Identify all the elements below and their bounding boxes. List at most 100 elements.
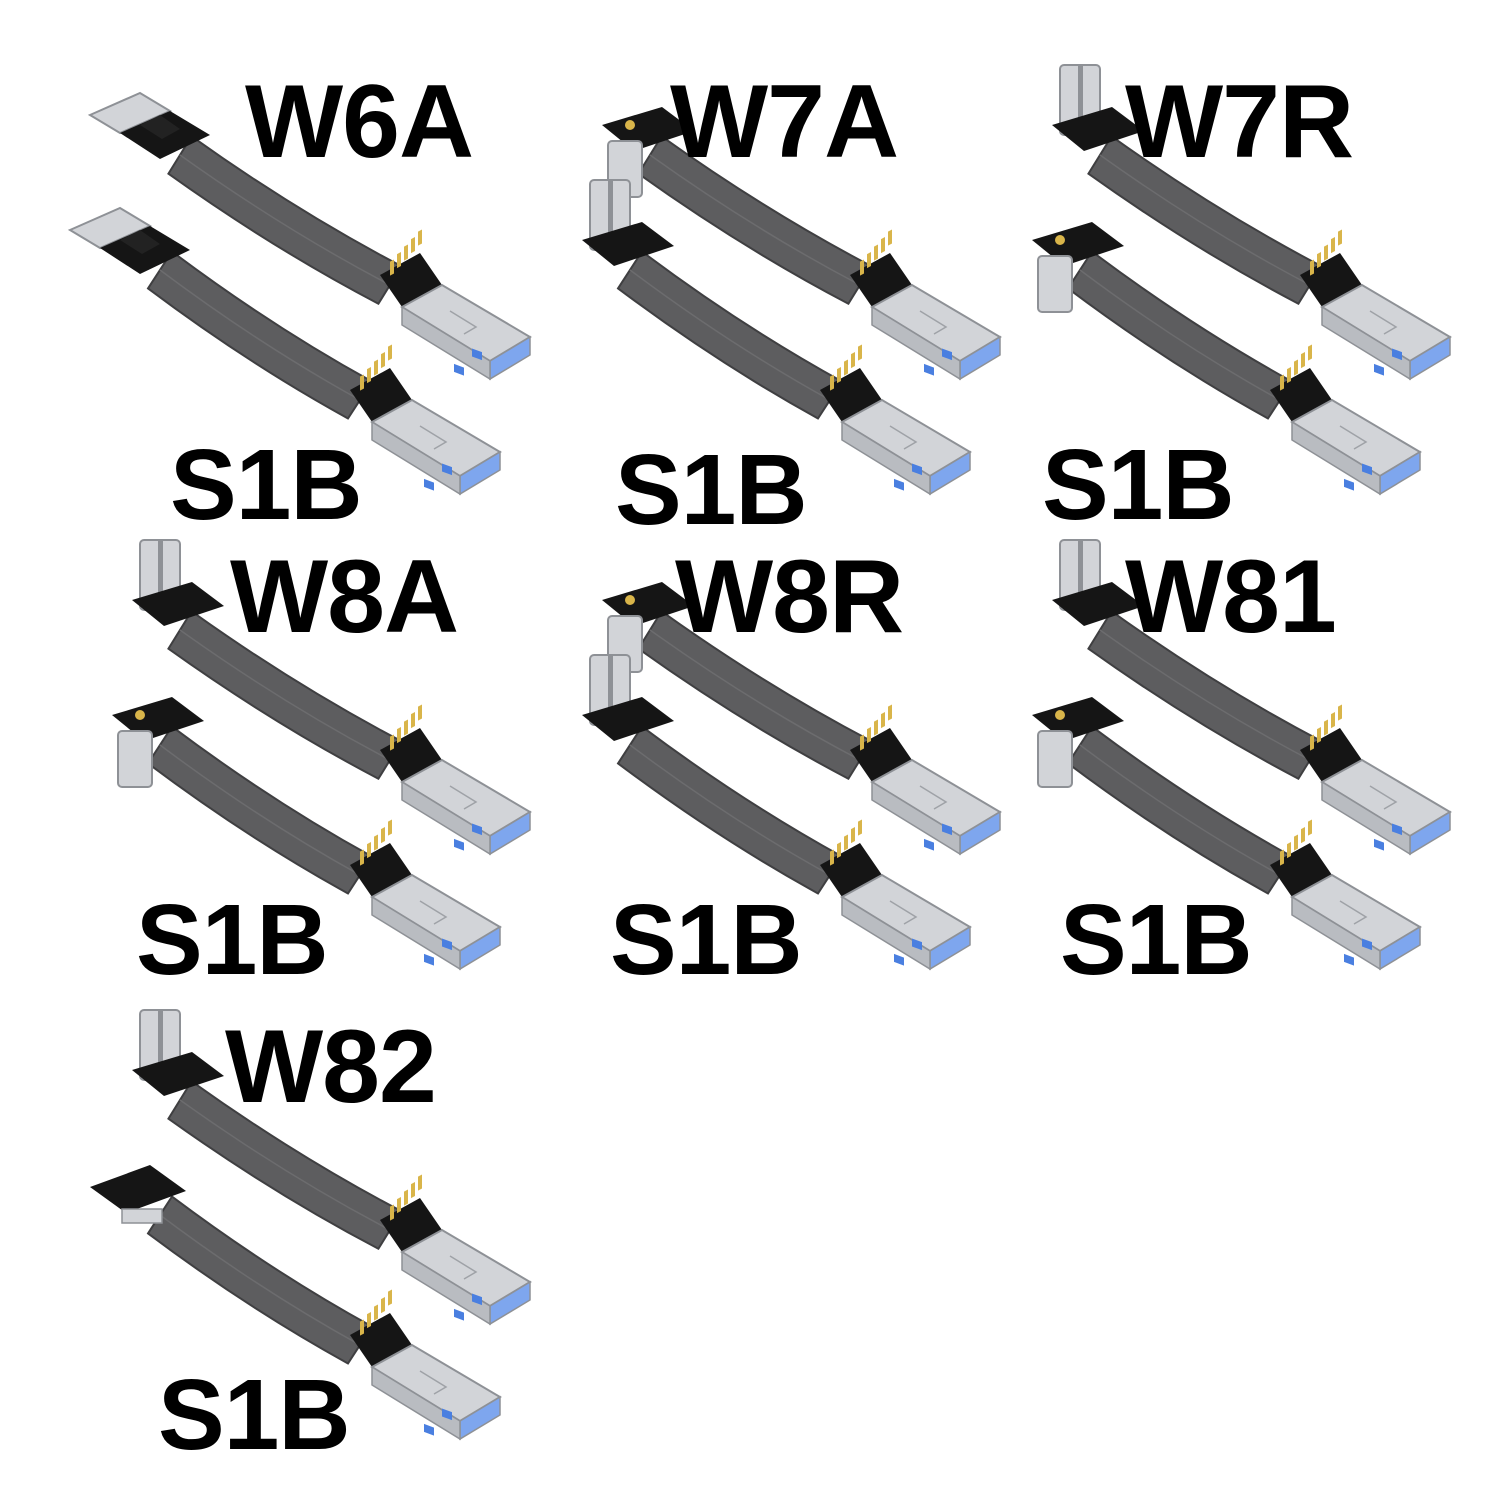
shell-window — [942, 348, 952, 361]
gold-pin — [1301, 351, 1305, 369]
ribbon-highlight — [179, 629, 391, 761]
shell-seam — [449, 310, 478, 335]
gold-pin — [1331, 711, 1335, 729]
micro-b-connector — [132, 1009, 224, 1096]
metal-side — [401, 305, 491, 381]
gold-pin — [1308, 344, 1312, 361]
shell-seam — [919, 785, 948, 810]
mount-hole — [625, 120, 635, 130]
usb-a-plug — [1300, 229, 1452, 381]
gold-pin — [1324, 244, 1328, 261]
metal-side — [1321, 305, 1411, 381]
gold-pin — [860, 259, 864, 276]
micro-b-connector — [1052, 539, 1144, 626]
pcb-board — [90, 1165, 186, 1213]
micro-b-connector — [582, 179, 674, 266]
gold-pin — [388, 819, 392, 836]
ribbon-highlight — [159, 269, 361, 401]
gold-pin — [830, 849, 834, 866]
cable-illustration — [1032, 539, 1452, 971]
micro-b-connector — [1032, 222, 1124, 313]
metal-side — [1291, 420, 1381, 496]
metal-side — [1291, 895, 1381, 971]
shell-seam — [449, 1255, 478, 1280]
gold-pin — [381, 351, 385, 369]
gold-pin — [360, 849, 364, 866]
shell-seam — [419, 1370, 448, 1395]
shell-window — [442, 938, 452, 951]
usb-a-plug — [350, 344, 502, 496]
ribbon-highlight — [649, 154, 861, 286]
shell-seam — [889, 425, 918, 450]
shell-window — [472, 823, 482, 836]
cable-illustration — [67, 91, 532, 496]
product-panel-1: W6A S1B — [60, 60, 560, 550]
pcb-board — [582, 222, 674, 266]
gold-pin — [397, 1197, 401, 1214]
pcb-board — [582, 697, 674, 741]
metal-shell — [117, 730, 153, 788]
gold-pin — [867, 252, 871, 269]
shell-seam — [419, 900, 448, 925]
gold-pin — [374, 834, 378, 851]
gold-pin — [388, 1289, 392, 1306]
gold-pin — [1324, 719, 1328, 736]
product-panel-3: W7R S1B — [980, 60, 1480, 550]
gold-pin — [397, 727, 401, 744]
shell-window — [942, 823, 952, 836]
product-panel-5: W8R S1B — [530, 535, 1030, 1025]
cable-illustration — [582, 107, 1002, 496]
shell-window — [1374, 363, 1384, 376]
micro-b-connector — [132, 539, 224, 626]
shell-window — [472, 1293, 482, 1306]
usb-a-plug — [380, 1174, 532, 1326]
metal-side — [401, 780, 491, 856]
usb-a-plug — [380, 704, 532, 856]
gold-pin — [390, 259, 394, 276]
ribbon-highlight — [649, 629, 861, 761]
shell-seam — [1369, 785, 1398, 810]
usb-a-plug — [850, 229, 1002, 381]
top-model-label: W8A — [230, 539, 459, 655]
ribbon-highlight — [1079, 744, 1281, 876]
bottom-model-label: S1B — [1042, 429, 1235, 541]
micro-b-connector — [1052, 64, 1144, 151]
gold-pin — [411, 236, 415, 254]
shell-window — [454, 838, 464, 851]
micro-b-connector — [582, 654, 674, 741]
gold-pin — [418, 704, 422, 721]
metal-side — [371, 895, 461, 971]
shell-seam — [449, 785, 478, 810]
shell-divider — [158, 540, 163, 610]
pcb-board — [132, 1052, 224, 1096]
ribbon-highlight — [179, 154, 391, 286]
shell-window — [1362, 463, 1372, 476]
gold-pin — [390, 734, 394, 751]
gold-pin — [1310, 734, 1314, 751]
shell-window — [1344, 953, 1354, 966]
pcb-board — [132, 582, 224, 626]
bottom-model-label: S1B — [610, 884, 803, 996]
bottom-model-label: S1B — [615, 434, 808, 546]
shell-window — [424, 953, 434, 966]
shell-divider — [608, 655, 613, 725]
metal-side — [841, 895, 931, 971]
shell-seam — [919, 310, 948, 335]
top-model-label: W7A — [670, 64, 899, 180]
shell-divider — [608, 180, 613, 250]
shell-window — [912, 463, 922, 476]
usb-a-plug — [350, 1289, 502, 1441]
gold-pin — [1310, 259, 1314, 276]
gold-pin — [874, 244, 878, 261]
gold-pin — [374, 1304, 378, 1321]
housing — [120, 230, 160, 254]
pcb-board — [1052, 582, 1144, 626]
shell-window — [1362, 938, 1372, 951]
gold-pin — [367, 842, 371, 859]
shell-seam — [1339, 425, 1368, 450]
ribbon-highlight — [179, 1099, 391, 1231]
shell-window — [894, 953, 904, 966]
metal-side — [1321, 780, 1411, 856]
mount-hole — [1055, 710, 1065, 720]
bottom-model-label: S1B — [158, 1359, 351, 1471]
